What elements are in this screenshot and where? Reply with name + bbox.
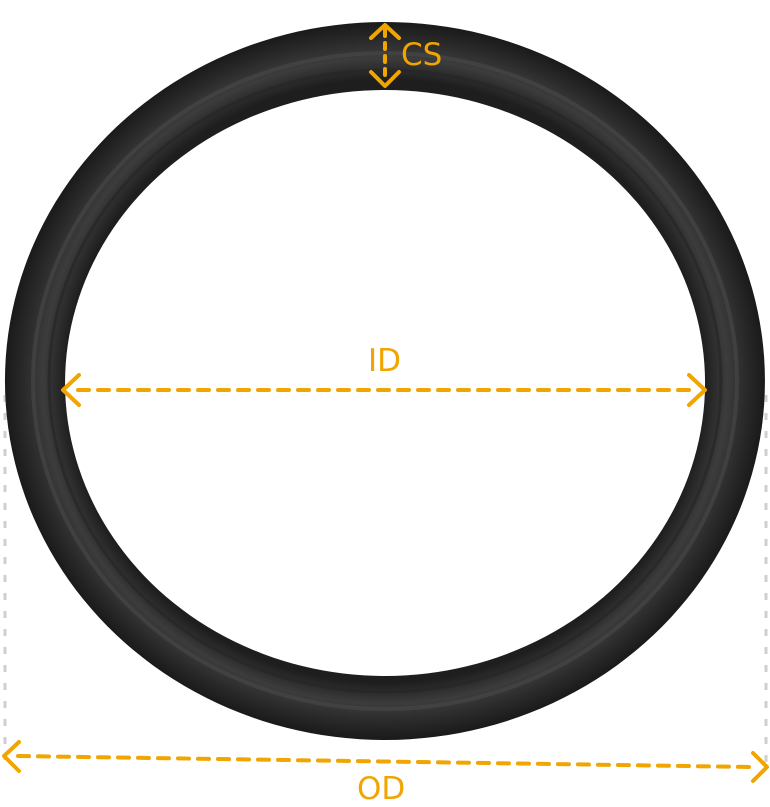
cs-label: CS: [401, 37, 443, 73]
id-dimension-arrow: [61, 373, 707, 407]
od-dimension-arrow: [2, 740, 769, 783]
id-label: ID: [368, 343, 402, 379]
od-label: OD: [357, 771, 406, 807]
oring-shape: [4, 22, 765, 741]
cs-dimension-arrow: [369, 23, 401, 88]
